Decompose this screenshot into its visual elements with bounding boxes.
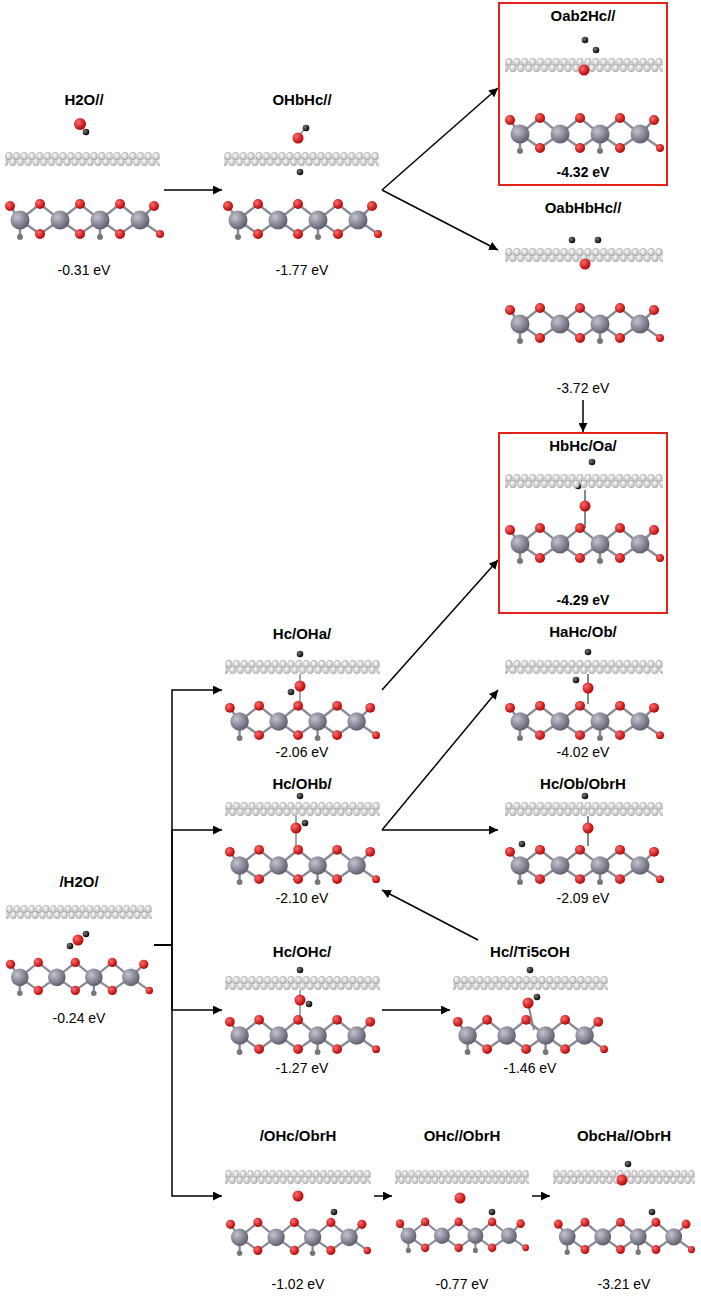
energy-value: -4.02 eV <box>557 744 610 761</box>
reaction-arrow <box>164 189 222 191</box>
state-label: HaHc/Ob/ <box>549 623 617 641</box>
structure-panel: OHbHc// -1.77 eV <box>222 88 382 282</box>
state-label: HbHc/Oa/ <box>549 437 617 455</box>
state-label: H2O// <box>64 91 103 109</box>
structure-panel: Hc/OHb/ -2.10 eV <box>222 772 382 910</box>
reaction-arrow <box>382 1009 450 1011</box>
state-label: ObcHa//ObrH <box>577 1127 671 1145</box>
reaction-arrow <box>382 829 498 831</box>
state-label: Hc/OHb/ <box>272 775 331 793</box>
reaction-arrow <box>154 945 222 1196</box>
structure-panel: OHc//ObrH -0.77 eV <box>392 1124 532 1296</box>
state-label: Hc/OHa/ <box>273 625 331 643</box>
structure-panel: Hc/OHa/ -2.06 eV <box>222 622 382 764</box>
energy-value: -4.32 eV <box>557 164 610 181</box>
reaction-arrow <box>382 190 498 250</box>
state-label: OHc//ObrH <box>424 1127 501 1145</box>
energy-value: -1.27 eV <box>276 1060 329 1077</box>
energy-value: -0.31 eV <box>58 262 111 279</box>
energy-value: -1.02 eV <box>272 1276 325 1293</box>
reaction-arrow <box>382 560 498 690</box>
structure-panel: H2O// -0.31 eV <box>4 88 164 282</box>
reaction-arrow <box>382 890 478 940</box>
structure-panel: /H2O/ -0.24 eV <box>4 870 154 1030</box>
state-label: OHbHc// <box>272 91 331 109</box>
state-label: OabHbHc// <box>545 199 622 217</box>
energy-value: -1.46 eV <box>504 1060 557 1077</box>
state-label: Oab2Hc// <box>550 7 615 25</box>
energy-value: -4.29 eV <box>557 592 610 609</box>
state-label: Hc/OHc/ <box>273 943 331 961</box>
energy-value: -3.21 eV <box>598 1276 651 1293</box>
structure-panel: OabHbHc// -3.72 eV <box>498 196 668 400</box>
energy-value: -2.09 eV <box>557 890 610 907</box>
state-label: Hc/Ob/ObrH <box>540 775 626 793</box>
energy-value: -1.77 eV <box>276 262 329 279</box>
reaction-arrow <box>382 88 498 190</box>
structure-panel: Oab2Hc// -4.32 eV <box>498 2 668 186</box>
structure-panel: Hc/OHc/ -1.27 eV <box>222 940 382 1080</box>
state-label: Hc//Ti5cOH <box>490 943 570 961</box>
reaction-arrow <box>154 945 222 1010</box>
structure-panel: Hc//Ti5cOH -1.46 eV <box>450 940 610 1080</box>
energy-value: -2.10 eV <box>276 890 329 907</box>
reaction-arrow <box>532 1195 550 1197</box>
structure-panel: HbHc/Oa/ -4.29 eV <box>498 432 668 614</box>
energy-value: -2.06 eV <box>276 744 329 761</box>
state-label: /H2O/ <box>59 873 98 891</box>
reaction-arrow <box>382 690 498 830</box>
energy-value: -0.24 eV <box>53 1010 106 1027</box>
reaction-arrow <box>374 1195 392 1197</box>
reaction-arrow <box>582 400 584 432</box>
reaction-arrow <box>154 830 222 945</box>
energy-value: -0.77 eV <box>436 1276 489 1293</box>
energy-value: -3.72 eV <box>557 380 610 397</box>
structure-panel: Hc/Ob/ObrH -2.09 eV <box>498 772 668 910</box>
state-label: /OHc/ObrH <box>260 1127 337 1145</box>
structure-panel: ObcHa//ObrH -3.21 eV <box>550 1124 698 1296</box>
structure-panel: /OHc/ObrH -1.02 eV <box>222 1124 374 1296</box>
reaction-arrow <box>154 690 222 945</box>
structure-panel: HaHc/Ob/ -4.02 eV <box>498 620 668 764</box>
